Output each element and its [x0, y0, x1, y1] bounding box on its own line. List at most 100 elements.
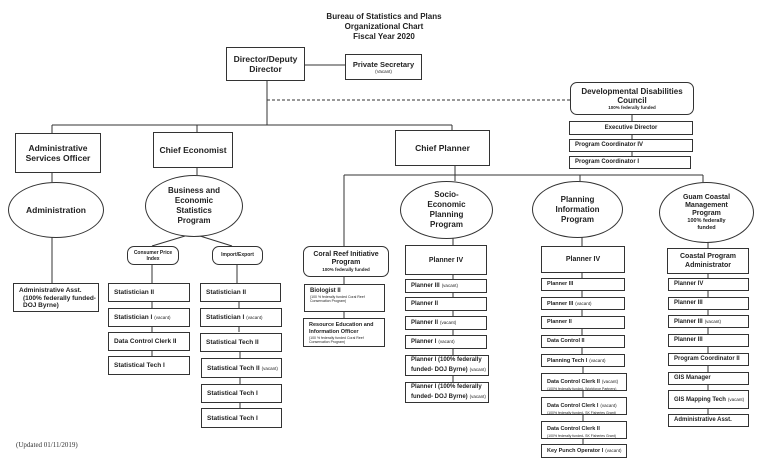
position-line: Statistical Tech II(vacant): [207, 364, 278, 373]
position-box: Statistical Tech I: [108, 356, 190, 375]
position-box: Planner I(vacant): [405, 335, 487, 349]
ddc-box: Developmental Disabilities Council 100% …: [570, 82, 694, 115]
vacancy-status: (vacant): [589, 357, 606, 363]
coral-program-box: Coral Reef Initiative Program 100% feder…: [303, 246, 389, 277]
position-title: Planner II: [547, 319, 572, 325]
vacancy-status: (vacant): [440, 320, 457, 325]
vacancy-status: (vacant): [469, 367, 486, 372]
position-title: Data Control Clerk I: [547, 403, 599, 409]
position-box: Planner III(vacant): [541, 297, 625, 310]
position-title: Data Control Clerk II: [114, 338, 177, 345]
admin-officer-label: Administrative Services Officer: [25, 143, 91, 163]
position-title: Data Control Clerk II: [547, 426, 600, 432]
position-line: GIS Mapping Tech(vacant): [674, 395, 744, 405]
position-line: Data Control Clerk I(vacant): [547, 401, 617, 411]
position-box: Planner I (100% federally funded- DOJ By…: [405, 382, 489, 403]
position-title: Key Punch Operator I: [547, 448, 604, 454]
position-box: Program Coordinator II: [668, 353, 749, 366]
vacancy-status: (vacant): [154, 315, 171, 320]
position-line: Statistician II: [206, 288, 246, 297]
economist-program-label: Business and Economic Statistics Program: [167, 186, 220, 225]
coral-program-label: Coral Reef Initiative Program: [313, 251, 379, 266]
position-line: Data Control Clerk II: [547, 425, 600, 434]
position-title: Statistical Tech I: [207, 390, 258, 397]
position-line: Statistical Tech I: [207, 414, 258, 423]
admin-officer-box: Administrative Services Officer: [15, 133, 101, 173]
position-title: Statistical Tech I: [207, 414, 258, 422]
pip-program-ellipse: Planning Information Program: [532, 181, 623, 238]
position-line: Data Control II: [547, 337, 585, 346]
coral-position: Resource Education and Information Offic…: [303, 318, 385, 347]
socio-program-ellipse: Socio-Economic Planning Program: [400, 181, 493, 239]
position-title: Statistical Tech II: [207, 364, 260, 372]
position-title: Planner I: [411, 339, 437, 345]
position-line: Planner I(vacant): [411, 337, 455, 347]
unit-cpi-box: Consumer Price Index: [127, 246, 179, 265]
ddc-position: Program Coordinator I: [569, 156, 691, 169]
position-box: Statistician I(vacant): [108, 308, 190, 327]
position-title: Program Coordinator II: [674, 356, 740, 362]
position-title: Planner III: [674, 300, 703, 306]
admin-program-ellipse: Administration: [8, 182, 104, 238]
unit-label: Import/Export: [221, 252, 254, 258]
position-title: Administrative Asst.: [674, 417, 732, 423]
position-box: Statistician II: [200, 283, 281, 302]
chief-planner-box: Chief Planner: [395, 130, 490, 166]
updated-note: (Updated 01/11/2019): [16, 441, 78, 449]
title-line-2: Organizational Chart: [344, 22, 424, 31]
position-title: Data Control II: [547, 338, 585, 344]
position-line: Planner III: [674, 336, 703, 345]
position-line: Administrative Asst.: [674, 416, 732, 425]
position-line: Data Control Clerk II: [114, 337, 176, 346]
position-line: Planner II: [411, 300, 438, 309]
position-title: Planner III: [411, 283, 440, 289]
position-title: Statistician I: [206, 314, 245, 321]
position-line: Statistician II: [114, 288, 154, 297]
chief-planner-label: Chief Planner: [415, 143, 470, 153]
position-title: Program Coordinator I: [575, 159, 640, 165]
position-title: Statistical Tech II: [206, 339, 259, 346]
coastal-head-box: Coastal Program Administrator: [667, 248, 749, 274]
position-title: Planner IV: [565, 256, 601, 263]
position-line: Statistician I(vacant): [206, 313, 263, 322]
vacancy-status: (vacant): [469, 394, 486, 399]
position-line: GIS Manager: [674, 374, 711, 383]
coral-position: Biologist II (100 % federally funded Cor…: [304, 284, 385, 312]
secretary-status: (Vacant): [375, 69, 392, 74]
vacancy-status: (vacant): [575, 300, 592, 306]
position-box: Planner III: [541, 278, 625, 291]
ddc-position: Program Coordinator IV: [569, 139, 693, 152]
vacancy-status: (vacant): [600, 403, 617, 408]
position-title: Statistician II: [206, 289, 247, 296]
position-box: Planning Tech I(vacant): [541, 354, 625, 367]
position-title: Planner IV: [674, 281, 704, 287]
secretary-label: Private Secretary: [352, 60, 415, 69]
ddc-position: Executive Director: [569, 121, 693, 135]
position-title: Planner I (100% federally funded- DOJ By…: [411, 384, 482, 400]
position-title: Data Control Clerk II: [547, 379, 600, 385]
position-note: (100% federally funded- SK Fisheries Gra…: [547, 434, 616, 438]
position-title: Planner II: [411, 320, 439, 326]
position-box: Planner II: [405, 297, 487, 311]
coral-funding: 100% federally funded: [322, 267, 370, 272]
position-box: Planner II(vacant): [405, 316, 487, 330]
position-line: Planner IV: [674, 280, 703, 289]
vacancy-status: (vacant): [605, 448, 622, 453]
position-title: Planner III: [547, 281, 574, 287]
position-line: Planner III(vacant): [674, 317, 721, 327]
position-title: Biologist II: [310, 288, 341, 294]
position-note: (100% federally funded- SK Fisheries Gra…: [547, 411, 616, 415]
pip-head-box: Planner IV: [541, 246, 625, 273]
position-box: Statistical Tech II(vacant): [201, 358, 282, 378]
socio-program-label: Socio-Economic Planning Program: [427, 190, 466, 229]
economist-program-ellipse: Business and Economic Statistics Program: [145, 175, 243, 237]
position-line: Statistical Tech II: [206, 338, 259, 347]
position-title: Planner III: [674, 318, 703, 325]
socio-head-box: Planner IV: [405, 245, 487, 275]
position-title: Planning Tech I: [547, 357, 588, 364]
coastal-program-ellipse: Guam Coastal Management Program 100% fed…: [659, 182, 754, 243]
position-box: Administrative Asst.: [668, 414, 749, 427]
unit-importexport-box: Import/Export: [212, 246, 263, 265]
position-box: Data Control Clerk II(vacant)(100% feder…: [541, 373, 627, 391]
